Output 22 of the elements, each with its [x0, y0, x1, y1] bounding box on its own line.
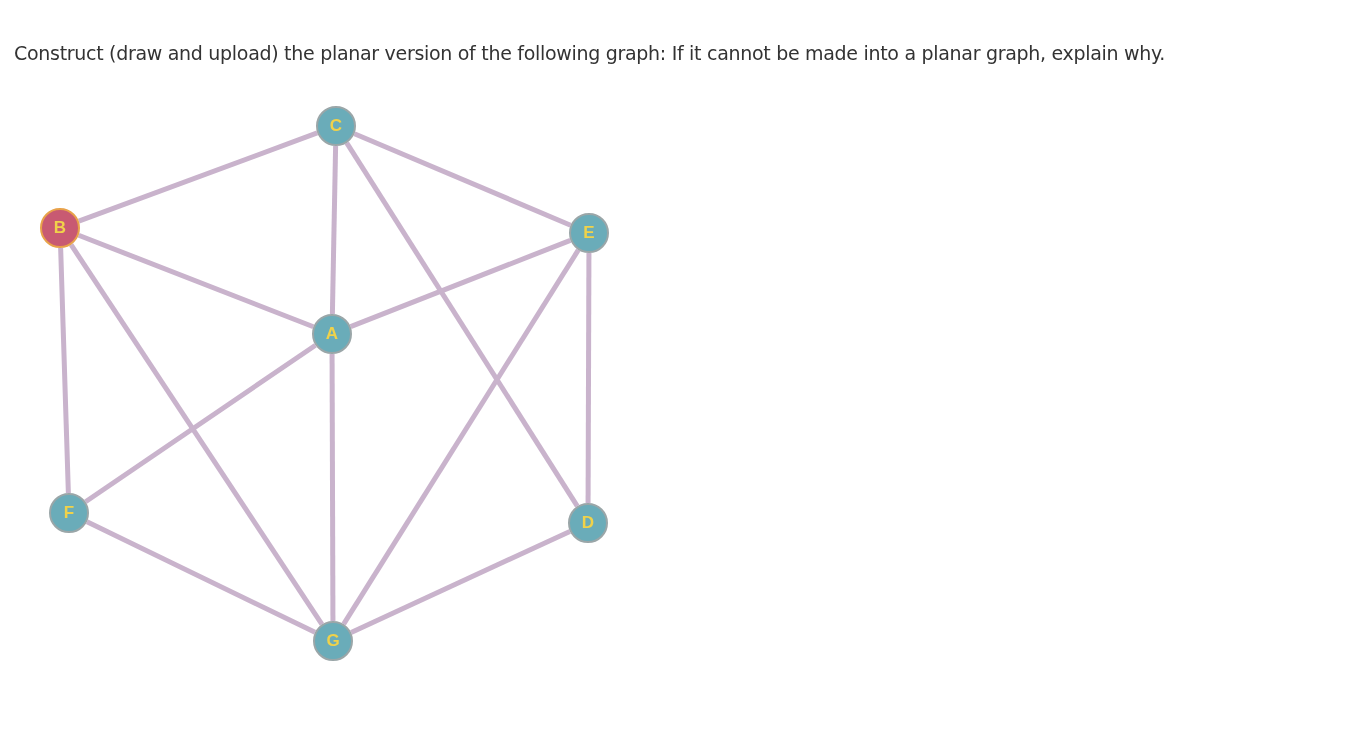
graph-edge: [77, 232, 315, 330]
graph-edge: [68, 243, 325, 626]
graph-edge: [344, 141, 580, 508]
vertex-circle: D: [568, 503, 608, 543]
graph-edge: [84, 343, 317, 504]
vertex-circle: C: [316, 106, 356, 146]
graph-edge: [329, 354, 336, 621]
graph-edge: [350, 529, 571, 635]
vertex-circle: E: [569, 213, 609, 253]
graph-edge: [58, 247, 71, 494]
vertex-circle: F: [49, 493, 89, 533]
vertex-circle: B: [40, 208, 80, 248]
question-text: Construct (draw and upload) the planar version of the following graph: If it cannot be made into a planar graph, explain why.: [14, 42, 1166, 64]
graph-edge: [329, 145, 339, 315]
graph-edge: [349, 238, 572, 329]
vertex-circle: A: [312, 314, 352, 354]
graph-edge: [353, 131, 572, 228]
graph-edge: [85, 519, 317, 635]
graph-edge: [585, 253, 592, 503]
vertex-circle: G: [313, 621, 353, 661]
graph-edge: [341, 248, 581, 626]
graph-edge: [77, 130, 319, 224]
